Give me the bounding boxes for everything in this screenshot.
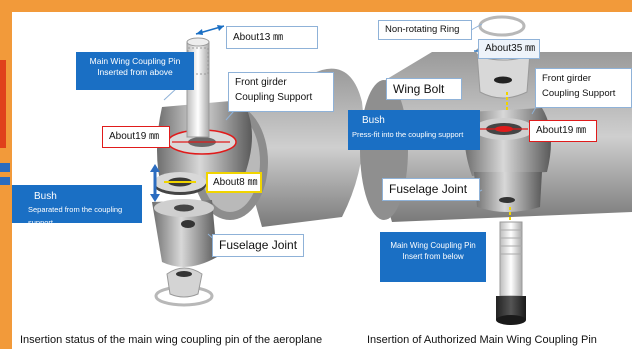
right-front-girder-label: Front girder Coupling Support [535, 68, 632, 108]
left-bush [154, 172, 206, 195]
right-bush-callout: Bush Press-fit into the coupling support [348, 110, 480, 150]
left-bottom-ring [154, 267, 214, 307]
right-caption: Insertion of Authorized Main Wing Coupli… [367, 334, 597, 346]
right-non-rotating-ring-label: Non-rotating Ring [378, 20, 472, 40]
right-dim-top-label: About35 ㎜ [478, 39, 540, 59]
right-bush-sub: Press-fit into the coupling support [352, 130, 464, 139]
right-pin-callout: Main Wing Coupling Pin Insert from below [380, 232, 486, 282]
edge-blue-marker [0, 163, 10, 172]
left-dim-top-label: About13 ㎜ [226, 26, 318, 49]
left-front-girder-label: Front girder Coupling Support [228, 72, 334, 112]
right-pin-label-line2: Insert from below [402, 252, 464, 261]
left-bush-title: Bush [34, 191, 57, 202]
right-dim-mid-label: About19 ㎜ [529, 120, 597, 142]
right-non-rotating-ring [478, 15, 526, 37]
left-front-girder-line2: Coupling Support [235, 92, 313, 103]
right-wing-bolt-label: Wing Bolt [386, 78, 462, 100]
left-bush-sub: Separated from the coupling support [28, 205, 123, 227]
edge-red-marker [0, 60, 6, 148]
left-fuselage-joint [152, 199, 217, 267]
left-pin-label-line1: Main Wing Coupling Pin [89, 56, 181, 66]
left-caption: Insertion status of the main wing coupli… [20, 334, 323, 346]
right-coupling-pin [496, 221, 526, 325]
left-pin-label-line2: Inserted from above [97, 67, 173, 77]
left-dim-mid-label: About19 ㎜ [102, 126, 170, 148]
right-pin-label-line1: Main Wing Coupling Pin [390, 241, 476, 250]
diagram-canvas: Main Wing Coupling Pin Inserted from abo… [12, 12, 632, 349]
left-pin-callout: Main Wing Coupling Pin Inserted from abo… [76, 52, 194, 90]
right-front-girder-line1: Front girder [542, 73, 592, 84]
right-fuselage-joint-label: Fuselage Joint [382, 178, 480, 201]
left-bush-callout: Bush Separated from the coupling support [12, 185, 142, 227]
right-bush-title: Bush [362, 115, 385, 126]
left-front-girder-line1: Front girder [235, 77, 287, 88]
right-front-girder-line2: Coupling Support [542, 88, 616, 99]
left-fuselage-joint-label: Fuselage Joint [212, 234, 304, 257]
right-fuselage-joint [474, 172, 542, 212]
edge-blue-marker [0, 177, 10, 185]
left-dim-bush-label: About8 ㎜ [206, 172, 262, 193]
